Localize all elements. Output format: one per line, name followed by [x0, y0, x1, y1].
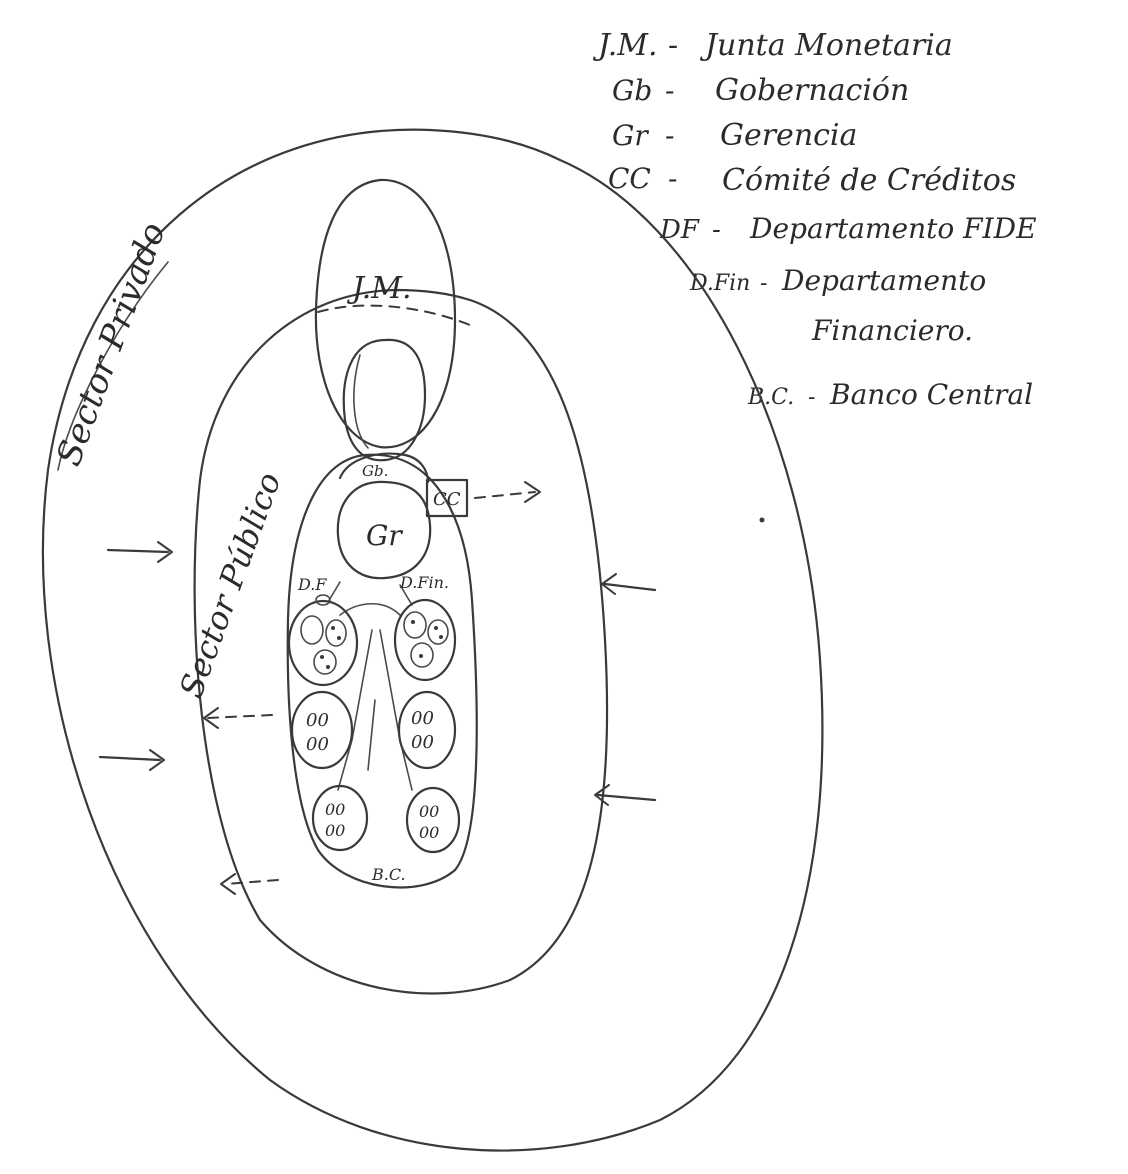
legend-full: Junta Monetaria — [699, 28, 953, 63]
inner-arch — [340, 604, 400, 615]
cell-glyphs: 00 — [411, 732, 434, 753]
legend-abbr: Gr — [612, 119, 649, 152]
arrow-in-right-bottom — [595, 785, 655, 805]
legend-item-bc: B.C. - Banco Central — [747, 378, 1033, 411]
legend-item-dfin: D.Fin - Departamento — [689, 264, 986, 297]
sector-publico-label: Sector Público — [172, 467, 289, 702]
cell-glyphs: 00 — [419, 802, 439, 821]
legend: J.M. - Junta Monetaria Gb - Gobernación … — [592, 28, 1037, 411]
central-v-mid — [368, 700, 375, 770]
dfin-unit-dot — [434, 626, 438, 630]
dfin-unit-dot — [439, 635, 443, 639]
legend-full: Departamento — [781, 264, 986, 297]
df-department-oval — [289, 601, 357, 685]
arrow-in-right-top — [602, 574, 655, 594]
legend-full: Gobernación — [715, 73, 909, 108]
legend-sep: - — [665, 74, 674, 107]
legend-abbr: D.Fin — [689, 271, 750, 296]
legend-sep: - — [808, 385, 815, 410]
dfin-unit-dot — [411, 620, 415, 624]
df-unit-dot — [337, 636, 341, 640]
df-unit-dot — [320, 655, 324, 659]
legend-abbr: J.M. — [592, 28, 658, 63]
bc-label: B.C. — [371, 865, 406, 884]
legend-sep: - — [712, 215, 721, 245]
legend-item-cc: CC - Cómité de Créditos — [608, 162, 1016, 198]
gb-loop — [344, 340, 425, 460]
dfin-unit-circle — [428, 620, 448, 644]
cc-dashed-arrow-line — [475, 492, 535, 498]
sector-privado-label: Sector Privado — [49, 217, 174, 471]
legend-full: Banco Central — [829, 378, 1033, 411]
cell-glyphs: 00 — [411, 708, 434, 729]
dfin-unit-circle — [404, 612, 426, 638]
cell-glyphs: 00 — [325, 800, 345, 819]
dfin-section-oval — [399, 692, 455, 768]
legend-item-gb: Gb - Gobernación — [612, 73, 909, 108]
arrow-in-left-bottom — [100, 750, 164, 770]
cell-glyphs: 00 — [325, 821, 345, 840]
dfin-label: D.Fin. — [399, 573, 449, 592]
legend-full: Financiero. — [811, 314, 973, 347]
legend-full: Departamento FIDE — [749, 212, 1037, 245]
legend-abbr: Gb — [612, 74, 652, 107]
legend-full: Gerencia — [720, 118, 857, 153]
arrow-in-left-top — [108, 542, 172, 562]
gr-label: Gr — [366, 519, 403, 552]
legend-item-dfin-cont: Financiero. — [811, 314, 973, 347]
jm-label: J.M. — [346, 271, 412, 306]
dashed-arrow-out-left-top — [204, 708, 272, 728]
legend-sep: - — [668, 162, 677, 195]
gb-loop-inner — [354, 355, 368, 448]
df-unit-circle — [326, 620, 346, 646]
legend-sep: - — [668, 28, 678, 63]
df-label: D.F — [297, 575, 327, 594]
legend-item-gr: Gr - Gerencia — [612, 118, 857, 153]
legend-item-jm: J.M. - Junta Monetaria — [592, 28, 953, 63]
legend-abbr: CC — [608, 162, 651, 195]
cell-glyphs: 00 — [306, 734, 329, 755]
legend-item-df: DF - Departamento FIDE — [659, 212, 1037, 245]
legend-full: Cómité de Créditos — [722, 163, 1016, 198]
cc-label: CC — [433, 489, 461, 510]
cell-glyphs: 00 — [419, 823, 439, 842]
legend-sep: - — [760, 271, 767, 296]
df-unit-circle — [301, 616, 323, 644]
dfin-unit-dot — [419, 654, 423, 658]
jm-dashed-arc — [318, 306, 470, 325]
stray-mark — [760, 518, 765, 523]
cell-glyphs: 00 — [306, 710, 329, 731]
df-unit-dot — [326, 665, 330, 669]
gb-label: Gb. — [362, 462, 388, 480]
df-unit-dot — [331, 626, 335, 630]
df-unit-circle — [314, 650, 336, 674]
legend-sep: - — [665, 119, 674, 152]
dashed-arrow-out-left-bottom — [221, 874, 278, 894]
legend-abbr: B.C. — [747, 385, 794, 410]
